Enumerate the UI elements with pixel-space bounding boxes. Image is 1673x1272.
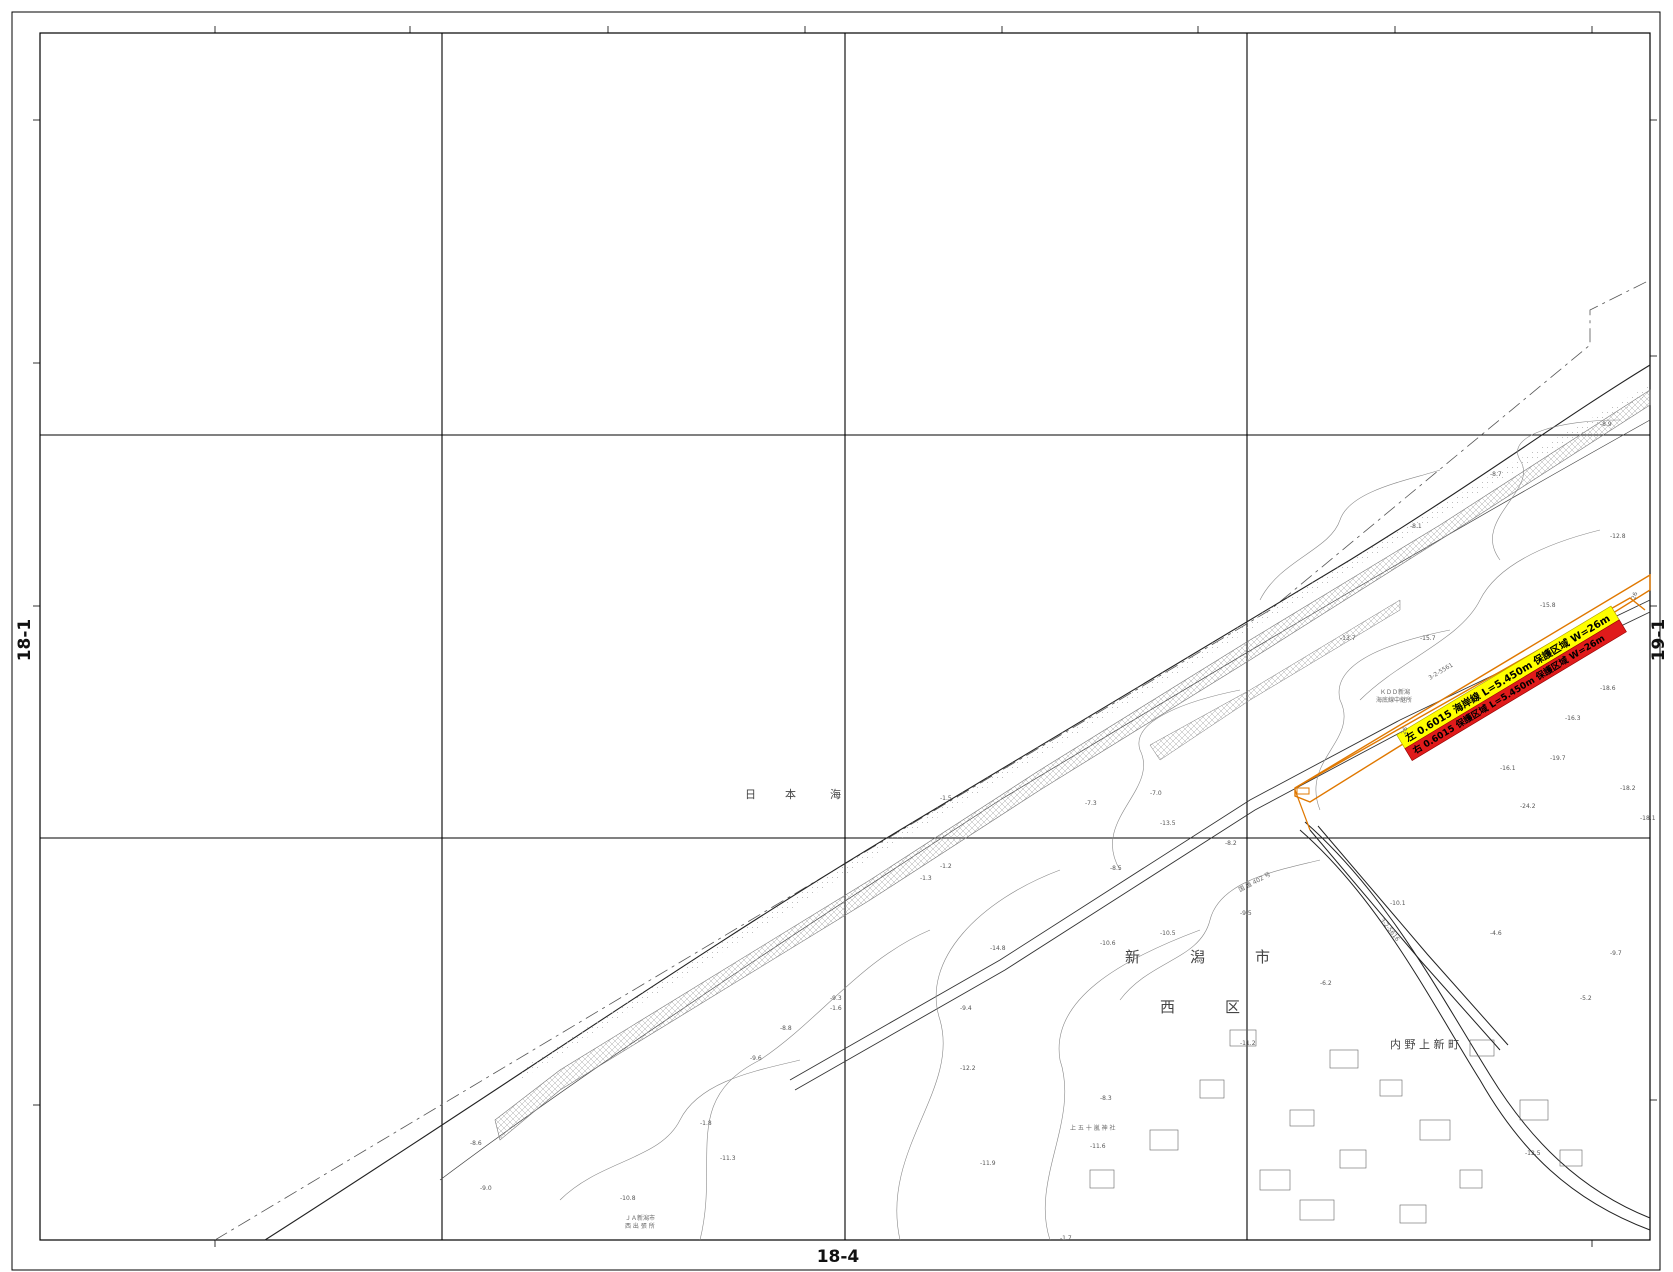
elevation-label: -19.7 <box>1550 755 1566 762</box>
beach-line <box>439 419 1651 1181</box>
elevation-label: -9.4 <box>960 1005 972 1012</box>
city-name-2: 潟 <box>1190 948 1205 966</box>
elevation-label: -1.6 <box>830 1005 842 1012</box>
elevation-label: -8.8 <box>780 1025 792 1032</box>
dune-belt-lower <box>1149 599 1401 761</box>
elevation-label: -10.5 <box>1160 930 1176 937</box>
elevation-label: -9.0 <box>480 1185 492 1192</box>
city-name-1: 新 <box>1125 948 1140 966</box>
ja-label-2: 西 出 張 所 <box>625 1222 655 1230</box>
elevation-label: -9.3 <box>830 995 842 1002</box>
ward-name-1: 西 <box>1160 998 1175 1016</box>
elevation-label: -7.0 <box>1150 790 1162 797</box>
elevation-label: -9.6 <box>750 1055 762 1062</box>
elevation-label: -6.2 <box>1320 980 1332 987</box>
secondary-road-b <box>1304 821 1651 1219</box>
elevation-label: -9.5 <box>1240 910 1252 917</box>
elevation-label: -16.1 <box>1500 765 1516 772</box>
elevation-label: -8.5 <box>1110 865 1122 872</box>
elevation-label: -7.3 <box>1085 800 1097 807</box>
elevation-label: -8.2 <box>1225 840 1237 847</box>
width-label-b: 26 <box>1630 591 1639 601</box>
elevation-label: -16.3 <box>1565 715 1581 722</box>
city-name-3: 市 <box>1255 948 1270 966</box>
elevation-label: -5.2 <box>1580 995 1592 1002</box>
elevation-label: -1.7 <box>1060 1235 1072 1242</box>
elevation-label: -13.5 <box>1160 820 1176 827</box>
elevation-label: -11.6 <box>1090 1143 1106 1150</box>
route-label-b: 3-2-5616 <box>1378 917 1400 943</box>
elevation-label: -18.6 <box>1600 685 1616 692</box>
elevation-label: -8.3 <box>1100 1095 1112 1102</box>
secondary-road <box>1299 829 1651 1231</box>
sea-name-1: 日 <box>745 788 756 801</box>
sheet-label-right: 19-1 <box>1649 619 1669 662</box>
dune-belt <box>494 389 1651 1141</box>
elevation-label: -14.8 <box>990 945 1006 952</box>
ja-label: ＪＡ新潟市 <box>625 1214 655 1222</box>
elevation-label: -13.7 <box>1340 635 1356 642</box>
sheet-label-bottom: 18-4 <box>817 1247 860 1267</box>
road-name: 国 道 402 号 <box>1237 870 1272 894</box>
ward-name-2: 区 <box>1225 998 1240 1016</box>
elevation-label: -8.1 <box>1410 523 1422 530</box>
elevation-label: -18.2 <box>1620 785 1636 792</box>
project-box-marker <box>1296 787 1310 795</box>
project-area-outline-upper <box>1294 597 1646 789</box>
shrine-label: 上 五 十 嵐 神 社 <box>1070 1124 1116 1132</box>
kddi-label: ＫＤＤ新潟 <box>1380 688 1410 696</box>
elevation-label: -4.6 <box>1490 930 1502 937</box>
banner-red-label: 右 0.6015 保護区域 L=5.450m 保護区域 W=26m <box>1410 632 1607 757</box>
banner-red <box>1404 619 1627 761</box>
elevation-labels: -8.9 -8.7 -8.1 -12.8 -13.7 -15.7 -15.8 -16.3 -16… <box>470 421 1656 1242</box>
elevation-label: -10.6 <box>1100 940 1116 947</box>
project-area-edge <box>1294 789 1311 831</box>
route-label-a: 3-2-5561 <box>1427 662 1454 682</box>
elevation-label: -12.5 <box>1525 1150 1541 1157</box>
elevation-label: -8.6 <box>470 1140 482 1147</box>
sea-name-2: 本 <box>785 787 796 801</box>
elevation-label: -1.5 <box>940 795 952 802</box>
project-area-outline <box>1294 573 1651 803</box>
elevation-label: -11.9 <box>980 1160 996 1167</box>
elevation-label: -11.2 <box>1240 1040 1256 1047</box>
frame-ticks <box>33 26 1657 1247</box>
grid-lines <box>40 33 1650 1240</box>
route-line-b <box>1317 825 1509 1046</box>
elevation-label: -9.7 <box>1610 950 1622 957</box>
elevation-label: -8.9 <box>1600 421 1612 428</box>
elevation-label: -10.8 <box>620 1195 636 1202</box>
sand-strip <box>520 385 1650 1080</box>
elevation-label: -18.1 <box>1640 815 1656 822</box>
kddi-label-2: 海底線中継所 <box>1376 696 1412 704</box>
settlement-blocks <box>1089 1029 1583 1224</box>
elevation-label: -8.7 <box>1490 471 1502 478</box>
sheet-label-left: 18-1 <box>15 619 35 662</box>
elevation-label: -15.7 <box>1420 635 1436 642</box>
elevation-label: -15.8 <box>1540 602 1556 609</box>
contour-lines <box>559 419 1621 1241</box>
elevation-label: -1.8 <box>700 1120 712 1127</box>
elevation-label: -24.2 <box>1520 803 1536 810</box>
width-label-a: 26 <box>1400 726 1409 736</box>
map-outer-frame <box>11 11 1661 1271</box>
elevation-label: -1.3 <box>920 875 932 882</box>
elevation-label: -1.2 <box>940 863 952 870</box>
route-line <box>1309 829 1501 1051</box>
town-name: 内 野 上 新 町 <box>1390 1037 1459 1051</box>
elevation-label: -12.8 <box>1610 533 1626 540</box>
project-banner: 左 0.6015 海岸線 L=5.450m 保護区域 W=26m 右 0.601… <box>1396 605 1627 761</box>
sea-boundary-dashed <box>214 279 1651 1241</box>
elevation-label: -10.1 <box>1390 900 1406 907</box>
elevation-label: -12.2 <box>960 1065 976 1072</box>
elevation-label: -11.3 <box>720 1155 736 1162</box>
sea-name-3: 海 <box>830 787 841 801</box>
